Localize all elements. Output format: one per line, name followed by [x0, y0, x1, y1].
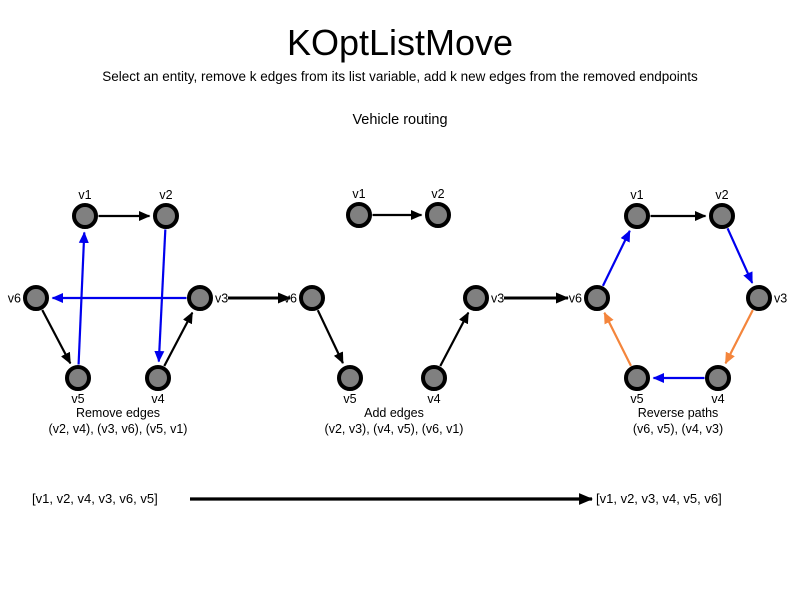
edge-v5-v1 — [77, 231, 89, 365]
node-label-v1: v1 — [630, 188, 643, 202]
node-v5[interactable]: v5 — [65, 365, 91, 406]
node-circle-v3[interactable] — [463, 285, 489, 311]
node-circle-v2[interactable] — [153, 203, 179, 229]
node-label-v1: v1 — [352, 187, 365, 201]
node-label-v4: v4 — [711, 392, 724, 406]
node-label-v4: v4 — [151, 392, 164, 406]
flow-label-after: [v1, v2, v3, v4, v5, v6] — [596, 491, 722, 506]
node-circle-v1[interactable] — [624, 203, 650, 229]
caption-title: Add edges — [364, 406, 424, 420]
node-circle-v1[interactable] — [72, 203, 98, 229]
caption-title: Reverse paths — [637, 406, 719, 420]
node-v2[interactable]: v2 — [425, 187, 451, 228]
node-circle-v4[interactable] — [421, 365, 447, 391]
node-circle-v5[interactable] — [337, 365, 363, 391]
node-circle-v6[interactable] — [584, 285, 610, 311]
node-circle-v2[interactable] — [425, 202, 451, 228]
edge-v6-v1 — [601, 230, 631, 287]
node-v1[interactable]: v1 — [624, 188, 650, 229]
edge-v6-v5 — [316, 309, 344, 364]
node-v3[interactable]: v3 — [187, 285, 228, 311]
node-v6[interactable]: v6 — [284, 285, 325, 311]
node-circle-v4[interactable] — [705, 365, 731, 391]
caption-panel-remove: Remove edges (v2, v4), (v3, v6), (v5, v1) — [0, 405, 278, 437]
edge-v2-v4 — [154, 229, 167, 363]
caption-title: Remove edges — [75, 406, 161, 420]
section-label: Vehicle routing — [352, 112, 448, 128]
node-v5[interactable]: v5 — [337, 365, 363, 406]
caption-detail: (v2, v3), (v4, v5), (v6, v1) — [324, 422, 464, 436]
node-v5[interactable]: v5 — [624, 365, 650, 406]
node-v4[interactable]: v4 — [145, 365, 171, 406]
node-label-v5: v5 — [630, 392, 643, 406]
node-label-v6: v6 — [284, 292, 297, 306]
node-v2[interactable]: v2 — [709, 188, 735, 229]
node-label-v6: v6 — [8, 292, 21, 306]
page-title: KOptListMove — [286, 22, 514, 63]
edge-v3-v4 — [724, 309, 754, 365]
node-label-v3: v3 — [215, 292, 228, 306]
edge-v5-v6 — [603, 311, 632, 367]
node-v3[interactable]: v3 — [746, 285, 787, 311]
node-circle-v2[interactable] — [709, 203, 735, 229]
edge-v4-v3 — [439, 311, 470, 367]
edges-layer — [41, 209, 754, 384]
node-circle-v5[interactable] — [65, 365, 91, 391]
node-label-v4: v4 — [427, 392, 440, 406]
edge-v6-v5 — [41, 309, 72, 365]
node-circle-v1[interactable] — [346, 202, 372, 228]
node-label-v2: v2 — [159, 188, 172, 202]
node-v1[interactable]: v1 — [346, 187, 372, 228]
node-circle-v5[interactable] — [624, 365, 650, 391]
node-v4[interactable]: v4 — [705, 365, 731, 406]
node-label-v2: v2 — [715, 188, 728, 202]
edge-v4-v3 — [163, 311, 194, 367]
node-label-v3: v3 — [774, 292, 787, 306]
node-v2[interactable]: v2 — [153, 188, 179, 229]
node-label-v5: v5 — [343, 392, 356, 406]
node-circle-v3[interactable] — [746, 285, 772, 311]
page-subtitle: Select an entity, remove k edges from it… — [102, 69, 698, 84]
node-label-v6: v6 — [569, 292, 582, 306]
node-v6[interactable]: v6 — [8, 285, 49, 311]
node-v1[interactable]: v1 — [72, 188, 98, 229]
node-v4[interactable]: v4 — [421, 365, 447, 406]
node-circle-v6[interactable] — [23, 285, 49, 311]
node-label-v2: v2 — [431, 187, 444, 201]
node-label-v1: v1 — [78, 188, 91, 202]
node-circle-v6[interactable] — [299, 285, 325, 311]
edge-v2-v3 — [726, 227, 754, 284]
caption-panel-add: Add edges (v2, v3), (v4, v5), (v6, v1) — [234, 405, 554, 437]
caption-panel-reverse: Reverse paths (v6, v5), (v4, v3) — [518, 405, 800, 437]
node-circle-v4[interactable] — [145, 365, 171, 391]
flow-label-before: [v1, v2, v4, v3, v6, v5] — [32, 491, 158, 506]
nodes-layer: v1 v2 v3 v4 v5 v6 v1 v2 v3 v4 v5 v6 v1 v2 v3 v4 v5 v6 — [8, 187, 787, 406]
caption-detail: (v2, v4), (v3, v6), (v5, v1) — [48, 422, 188, 436]
node-v6[interactable]: v6 — [569, 285, 610, 311]
node-circle-v3[interactable] — [187, 285, 213, 311]
caption-detail: (v6, v5), (v4, v3) — [632, 422, 724, 436]
node-v3[interactable]: v3 — [463, 285, 504, 311]
node-label-v5: v5 — [71, 392, 84, 406]
node-label-v3: v3 — [491, 292, 504, 306]
